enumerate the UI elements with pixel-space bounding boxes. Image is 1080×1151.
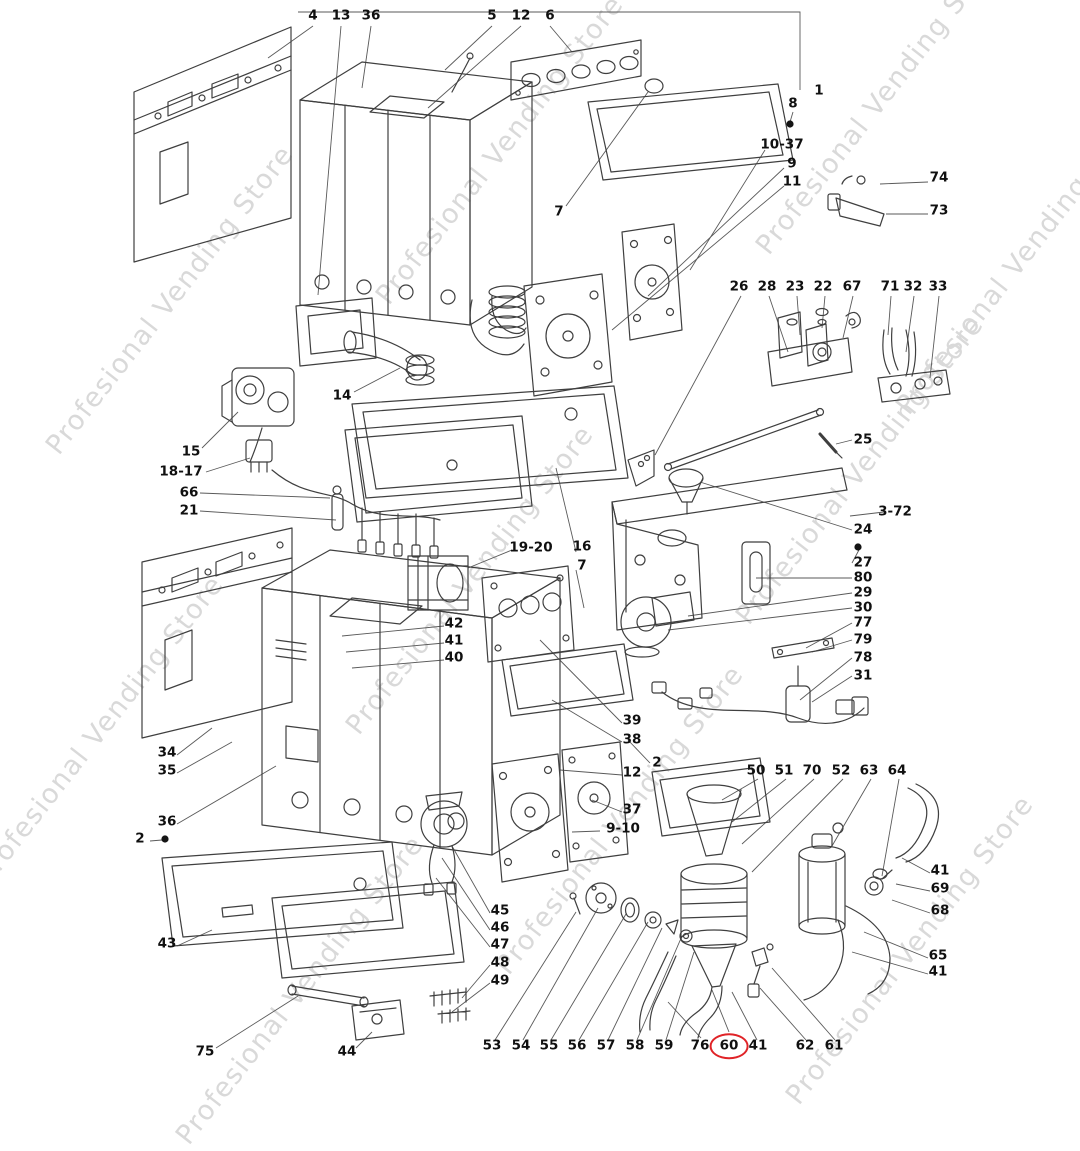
part-label: 14 (332, 387, 352, 404)
part-label: 47 (490, 936, 510, 953)
part-label: 29 (853, 584, 873, 601)
part-label: 7 (554, 203, 564, 220)
part-label: 6 (545, 7, 555, 24)
part-label: 9 (787, 155, 797, 172)
part-label: 41 (930, 862, 950, 879)
part-label: 2 (652, 754, 662, 771)
part-label: 19-20 (509, 539, 553, 556)
part-label: 45 (490, 902, 510, 919)
part-label: 15 (181, 443, 201, 460)
part-label: 41 (444, 632, 464, 649)
part-label: 34 (157, 744, 177, 761)
part-label: 43 (157, 935, 177, 952)
part-label: 54 (511, 1037, 531, 1054)
part-label: 12 (622, 764, 642, 781)
part-label: 23 (785, 278, 805, 295)
part-label: 53 (482, 1037, 502, 1054)
part-label: 56 (567, 1037, 587, 1054)
part-label: 55 (539, 1037, 559, 1054)
part-label: 1 (814, 82, 824, 99)
part-label: 18-17 (159, 463, 203, 480)
part-label: 36 (157, 813, 177, 830)
part-label: 77 (853, 614, 873, 631)
part-label: 52 (831, 762, 851, 779)
part-label: 10-37 (760, 136, 804, 153)
part-label: 44 (337, 1043, 357, 1060)
part-label: 21 (179, 502, 199, 519)
part-label-highlighted: 60 (709, 1033, 749, 1059)
part-label: 49 (490, 972, 510, 989)
part-label: 30 (853, 599, 873, 616)
reference-dots (161, 120, 862, 843)
part-label: 8 (788, 95, 798, 112)
part-label: 33 (928, 278, 948, 295)
part-label: 51 (774, 762, 794, 779)
part-label: 36 (361, 7, 381, 24)
part-label: 24 (853, 521, 873, 538)
part-label: 61 (824, 1037, 844, 1054)
part-label: 13 (331, 7, 351, 24)
part-label: 35 (157, 762, 177, 779)
part-label: 4 (308, 7, 318, 24)
part-label: 25 (853, 431, 873, 448)
part-label: 2 (135, 830, 145, 847)
part-label: 41 (748, 1037, 768, 1054)
part-label: 27 (853, 554, 873, 571)
part-label: 3-72 (878, 503, 912, 520)
part-label: 64 (887, 762, 907, 779)
part-label: 26 (729, 278, 749, 295)
part-label: 63 (859, 762, 879, 779)
part-label: 69 (930, 880, 950, 897)
part-label: 76 (690, 1037, 710, 1054)
part-label: 78 (853, 649, 873, 666)
part-label: 37 (622, 801, 642, 818)
part-label: 62 (795, 1037, 815, 1054)
part-label: 79 (853, 631, 873, 648)
exploded-diagram-art (133, 11, 951, 1049)
part-label: 71 (880, 278, 900, 295)
part-label: 80 (853, 569, 873, 586)
part-label: 40 (444, 649, 464, 666)
part-label: 58 (625, 1037, 645, 1054)
part-label: 65 (928, 947, 948, 964)
part-label: 39 (622, 712, 642, 729)
part-label: 48 (490, 954, 510, 971)
part-label: 74 (929, 169, 949, 186)
part-label: 75 (195, 1043, 215, 1060)
part-label: 66 (179, 484, 199, 501)
part-label: 50 (746, 762, 766, 779)
part-label: 70 (802, 762, 822, 779)
part-label: 16 (572, 538, 592, 555)
part-label: 38 (622, 731, 642, 748)
part-label: 59 (654, 1037, 674, 1054)
part-label: 32 (903, 278, 923, 295)
part-label: 11 (782, 173, 802, 190)
part-label: 42 (444, 615, 464, 632)
part-label: 57 (596, 1037, 616, 1054)
parts-line-art (133, 26, 951, 1041)
part-label: 5 (487, 7, 497, 24)
leader-lines (149, 11, 940, 1049)
part-label: 68 (930, 902, 950, 919)
part-label: 73 (929, 202, 949, 219)
part-label: 31 (853, 667, 873, 684)
part-label: 46 (490, 919, 510, 936)
part-label: 9-10 (606, 820, 640, 837)
part-label: 41 (928, 963, 948, 980)
part-label: 67 (842, 278, 862, 295)
part-label: 28 (757, 278, 777, 295)
part-label: 22 (813, 278, 833, 295)
part-label: 7 (577, 557, 587, 574)
part-label: 12 (511, 7, 531, 24)
